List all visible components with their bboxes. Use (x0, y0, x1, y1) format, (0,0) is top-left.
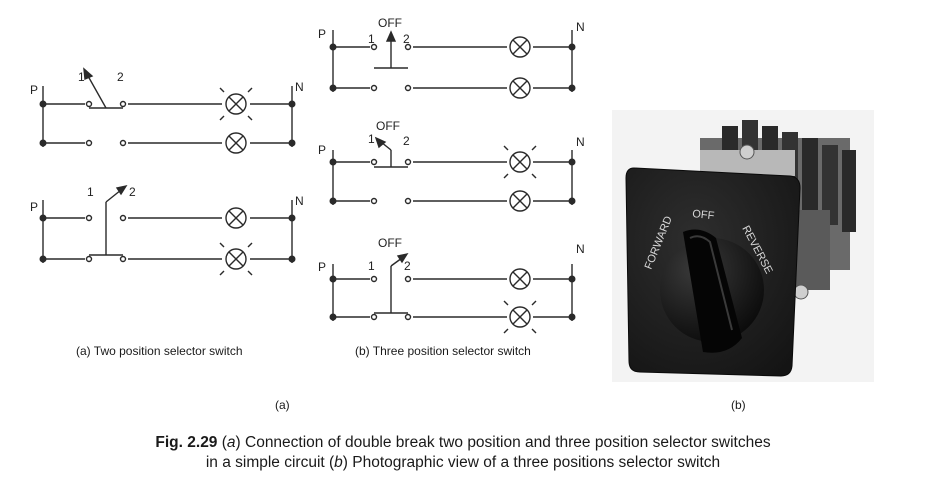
lamp-off-icon (503, 145, 537, 179)
lamp-off-icon (219, 87, 253, 121)
contact-1-label: 1 (87, 185, 94, 199)
selector-switch-photo: FORWARD OFF REVERSE (612, 110, 874, 382)
figure-number: Fig. 2.29 (155, 434, 218, 451)
photo-off-text: OFF (692, 208, 715, 222)
figure-caption-line-2: in a simple circuit (b) Photographic vie… (205, 454, 721, 471)
two-position-switch-position-2 (39, 184, 296, 276)
terminal-p-label: P (30, 83, 38, 97)
terminal-n-label: N (576, 135, 585, 149)
lamp-off-icon (503, 300, 537, 334)
terminal-p-label: P (30, 200, 38, 214)
terminal-p-label: P (318, 143, 326, 157)
contact-1-label: 1 (368, 259, 375, 273)
three-position-switch-position-2 (329, 252, 576, 334)
two-position-switch-position-1 (39, 67, 296, 154)
off-label: OFF (378, 16, 402, 30)
contact-2-label: 2 (403, 32, 410, 46)
contact-1-label: 1 (368, 32, 375, 46)
lamp-on-icon (509, 268, 531, 290)
subcaption-three-position: (b) Three position selector switch (355, 344, 531, 358)
contact-2-label: 2 (129, 185, 136, 199)
terminal-n-label: N (295, 194, 304, 208)
panel-label-a: (a) (275, 398, 290, 412)
off-label: OFF (376, 119, 400, 133)
contact-2-label: 2 (117, 70, 124, 84)
figure-caption-text-2: Photographic view of a three positions s… (352, 454, 721, 471)
lamp-on-icon (509, 190, 531, 212)
figure-caption-label-b: b (334, 454, 343, 471)
terminal-n-label: N (295, 80, 304, 94)
subcaption-two-position: (a) Two position selector switch (76, 344, 243, 358)
contact-1-label: 1 (78, 70, 85, 84)
off-label: OFF (378, 236, 402, 250)
panel-label-b: (b) (731, 398, 746, 412)
three-position-switch-position-1 (329, 136, 576, 212)
terminal-p-label: P (318, 27, 326, 41)
terminal-n-label: N (576, 20, 585, 34)
contact-1-label: 1 (368, 132, 375, 146)
lamp-off-icon (219, 242, 253, 276)
contact-2-label: 2 (403, 134, 410, 148)
three-position-switch-off (329, 30, 576, 99)
terminal-n-label: N (576, 242, 585, 256)
figure-caption-text-1: Connection of double break two position … (245, 434, 771, 451)
lamp-on-icon (225, 207, 247, 229)
figure-caption: Fig. 2.29 (a) Connection of double break… (0, 433, 926, 473)
terminal-p-label: P (318, 260, 326, 274)
contact-2-label: 2 (404, 259, 411, 273)
figure-caption-prefix-2: in a simple circuit ( (205, 454, 335, 471)
lamp-on-icon (509, 36, 531, 58)
lamp-on-icon (225, 132, 247, 154)
figure-caption-line-1: Fig. 2.29 (a) Connection of double break… (155, 434, 771, 451)
figure-caption-label-a: a (226, 434, 236, 451)
lamp-on-icon (509, 77, 531, 99)
